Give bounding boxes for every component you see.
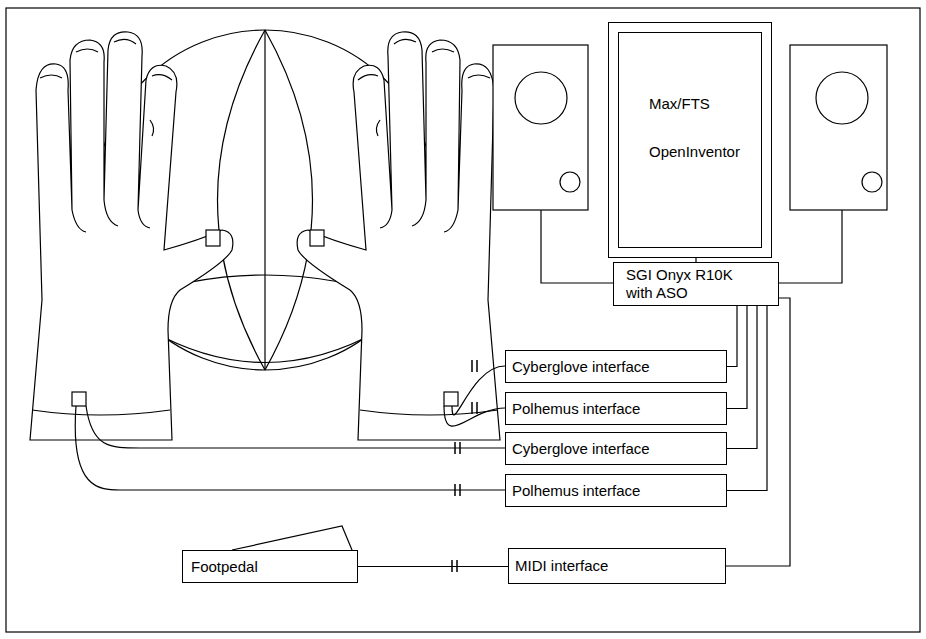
interface-box: MIDI interface: [508, 548, 726, 584]
pedal-plate: [232, 526, 352, 550]
footpedal-box: Footpedal: [182, 550, 358, 583]
break-mark: [452, 360, 477, 572]
cable-line: [727, 306, 757, 449]
node-label: Polhemus interface: [512, 482, 720, 500]
cable-line: [727, 306, 767, 491]
cable-line: [358, 566, 508, 567]
computer-box: SGI Onyx R10K with ASO: [613, 262, 779, 306]
cable-line: [727, 306, 747, 409]
cable-line: [726, 298, 790, 566]
cable-line: [727, 306, 737, 367]
node-label: Max/FTS: [649, 95, 755, 113]
node-label: MIDI interface: [515, 557, 719, 575]
interface-box: Polhemus interface: [505, 392, 727, 425]
node-label: Footpedal: [191, 558, 349, 576]
glove-hand: [30, 32, 233, 440]
glove-hand: [297, 32, 500, 440]
interface-box: Polhemus interface: [505, 474, 727, 507]
node-label: Cyberglove interface: [512, 358, 720, 376]
frame: [6, 8, 920, 632]
interface-box: Cyberglove interface: [505, 432, 727, 465]
node-label: Polhemus interface: [512, 400, 720, 418]
node-label: SGI Onyx R10K with ASO: [626, 266, 738, 302]
speaker: [493, 45, 887, 210]
glove-cable: [75, 366, 505, 490]
node-label: OpenInventor: [649, 143, 755, 161]
monitor-screen: Max/FTS OpenInventor: [618, 32, 762, 248]
interface-box: Cyberglove interface: [505, 350, 727, 383]
node-label: Cyberglove interface: [512, 440, 720, 458]
